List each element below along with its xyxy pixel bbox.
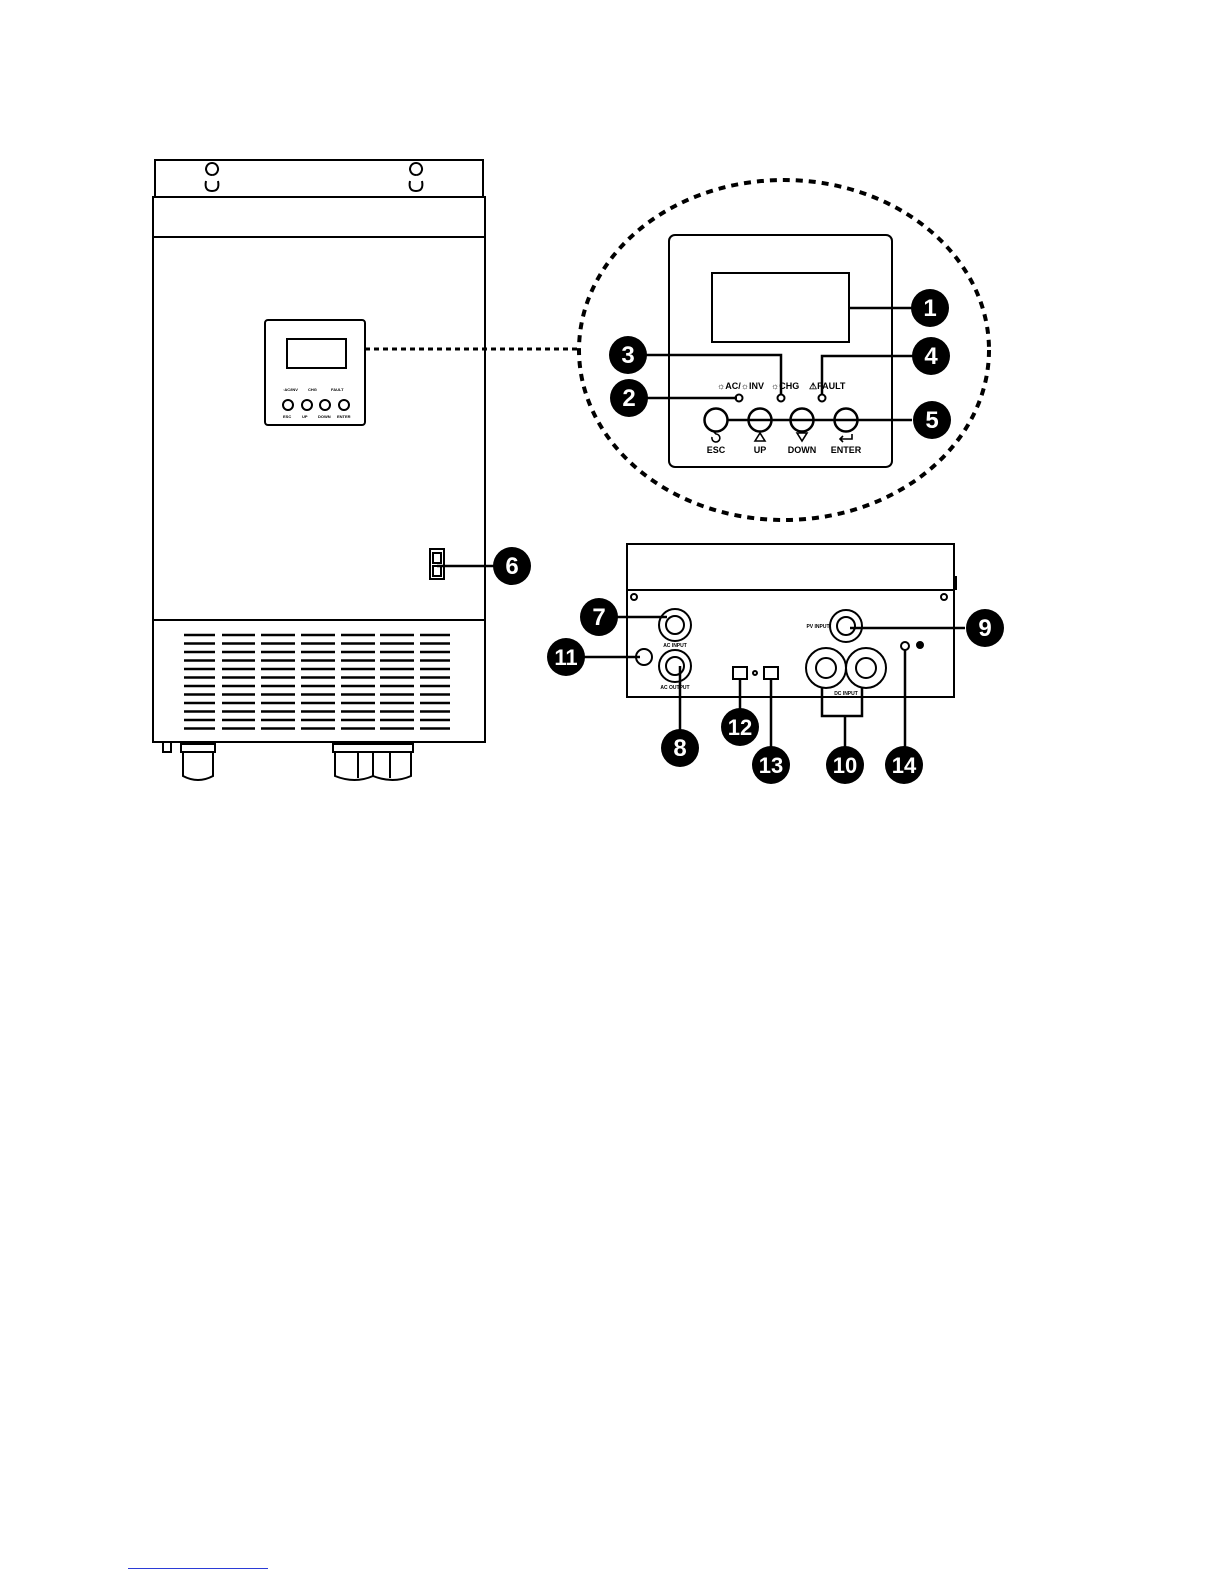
- panel-key-symbols: [712, 432, 852, 442]
- panel-labels: ☼AC/☼INV ☼CHG ⚠FAULT ESC UP DOWN ENTER: [707, 381, 862, 455]
- vent-box: [153, 620, 485, 742]
- callout-number-11: 11: [554, 645, 577, 670]
- callout-number-7: 7: [592, 604, 605, 631]
- front-bottom-glands: [163, 742, 413, 780]
- callout-number-13: 13: [759, 753, 783, 778]
- down-triangle-icon: [797, 433, 807, 441]
- mini-panel: [265, 320, 365, 425]
- inverter-front-view: [153, 160, 485, 742]
- ac-input-label: AC INPUT: [663, 643, 687, 649]
- keyhole-left: [206, 163, 219, 191]
- footer-rule: [128, 1568, 268, 1569]
- keyhole-right: [410, 163, 423, 191]
- pv-input-port: [830, 610, 862, 642]
- led-chg: [778, 395, 785, 402]
- ac-input-port: [659, 609, 691, 641]
- esc-key: [705, 409, 728, 432]
- esc-arrow-icon: [712, 432, 720, 442]
- svg-text:CHG: CHG: [308, 387, 317, 392]
- enter-label: ENTER: [831, 445, 862, 455]
- callout-number-14: 14: [892, 753, 917, 778]
- esc-label: ESC: [707, 445, 726, 455]
- ground-screw: [901, 642, 909, 650]
- callout-number-3: 3: [621, 342, 634, 369]
- lcd-display: [712, 273, 849, 342]
- svg-text:FAULT: FAULT: [331, 387, 344, 392]
- led-fault-label: ⚠FAULT: [809, 381, 846, 391]
- callout-number-8: 8: [673, 735, 686, 762]
- callout-number-4: 4: [924, 343, 938, 370]
- down-label: DOWN: [788, 445, 817, 455]
- up-triangle-icon: [755, 433, 765, 441]
- mounting-bracket: [155, 160, 483, 197]
- bottom-leader-lines: [437, 566, 965, 748]
- svg-text:ENTER: ENTER: [337, 414, 351, 419]
- callout-number-10: 10: [833, 753, 857, 778]
- led-acinv-label: ☼AC/☼INV: [717, 381, 764, 391]
- callout-number-1: 1: [923, 295, 936, 322]
- svg-text:◦AC/INV: ◦AC/INV: [283, 387, 298, 392]
- svg-text:UP: UP: [302, 414, 308, 419]
- led-chg-label: ☼CHG: [771, 381, 799, 391]
- control-panel-enlarged: [669, 235, 892, 467]
- callout-number-5: 5: [925, 407, 938, 434]
- dc-input-port-2: [846, 648, 886, 688]
- rj45-port-2: [764, 667, 778, 679]
- svg-text:DOWN: DOWN: [318, 414, 331, 419]
- inverter-bottom-view: [627, 544, 956, 697]
- rj45-port-1: [733, 667, 747, 679]
- dc-input-label: DC INPUT: [834, 691, 858, 697]
- callout-number-2: 2: [622, 385, 635, 412]
- vent-slots: [184, 635, 450, 729]
- ac-output-label: AC OUTPUT: [660, 685, 689, 691]
- svg-text:ESC: ESC: [283, 414, 291, 419]
- up-label: UP: [754, 445, 767, 455]
- ac-output-port: [659, 650, 691, 682]
- led-fault: [819, 395, 826, 402]
- callout-number-12: 12: [728, 715, 752, 740]
- panel-leader-lines: [628, 308, 915, 420]
- enter-arrow-icon: [840, 434, 852, 442]
- dc-input-port-1: [806, 648, 846, 688]
- callout-number-6: 6: [505, 553, 518, 580]
- pv-input-label: PV INPUT: [806, 624, 829, 630]
- callout-number-9: 9: [978, 615, 991, 642]
